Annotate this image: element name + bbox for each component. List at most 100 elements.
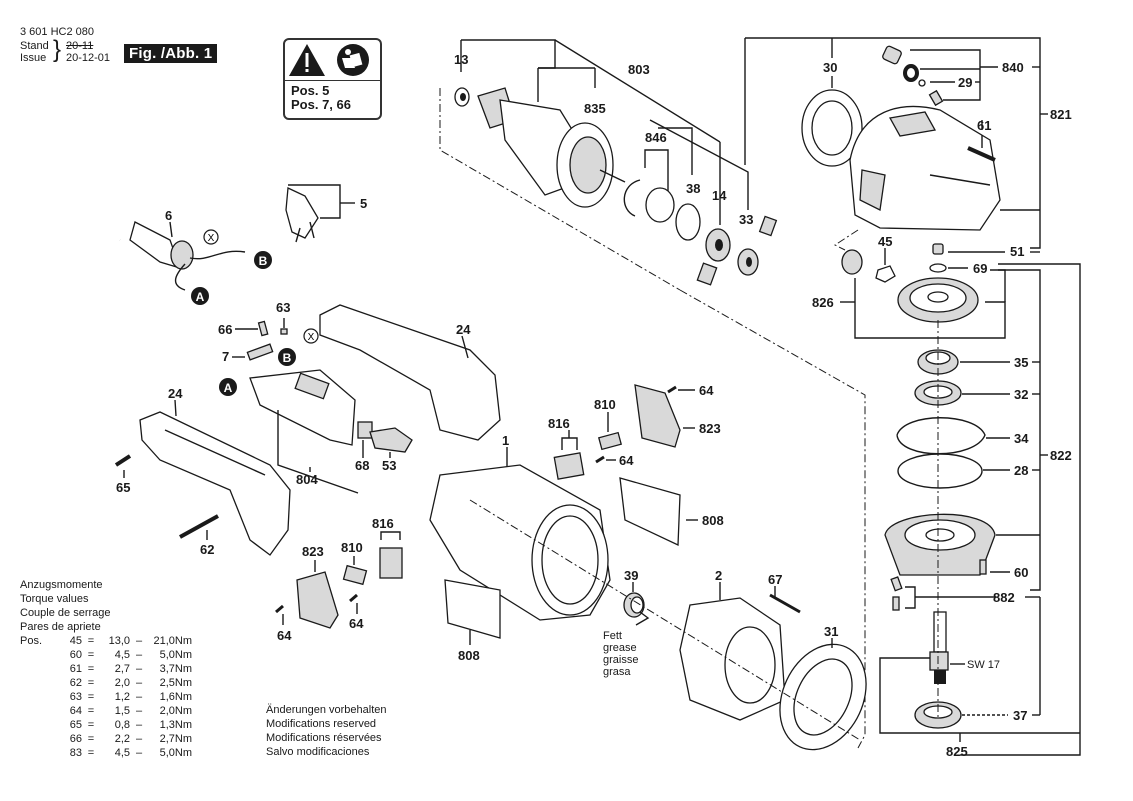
issue-label: Issue	[20, 52, 47, 64]
callout-28: 28	[1014, 463, 1028, 478]
connector-a-badge-2: A	[219, 378, 237, 396]
brush-cover-823-bottom	[296, 571, 339, 629]
callout-64-left: 64	[277, 628, 292, 643]
callout-2: 2	[715, 568, 722, 583]
torque-pos: 83	[69, 747, 82, 759]
torque-max: 3,7Nm	[159, 663, 192, 675]
callout-823-top: 823	[699, 421, 721, 436]
label-808-bottom	[444, 579, 501, 639]
callout-810-top: 810	[594, 397, 616, 412]
torque-title-es: Pares de apriete	[20, 621, 101, 633]
screw-64-right	[349, 593, 358, 603]
callout-6: 6	[165, 208, 172, 223]
torque-dash: –	[135, 747, 143, 759]
note-de: Änderungen vorbehalten	[266, 704, 387, 716]
callout-825: 825	[946, 744, 968, 759]
field-stator-2	[679, 597, 786, 721]
spring-ring-34	[896, 417, 986, 455]
torque-prefix	[20, 662, 60, 676]
callout-816-bottom: 816	[372, 516, 394, 531]
callout-24-bottom: 24	[168, 386, 183, 401]
warning-line-2: Pos. 7, 66	[291, 97, 351, 112]
switch-804	[249, 369, 356, 446]
torque-equals: =	[87, 733, 95, 745]
torque-row: Pos.45=13,0–21,0Nm	[20, 634, 192, 648]
brush-cover-823-top	[634, 384, 681, 448]
torque-min: 0,8	[114, 719, 130, 731]
issue-date: 20-12-01	[66, 52, 111, 64]
torque-prefix	[20, 732, 60, 746]
callout-808-top: 808	[702, 513, 724, 528]
grease-note-de: Fett	[603, 630, 622, 642]
bearing-33	[737, 248, 759, 276]
torque-dash: –	[135, 635, 143, 647]
torque-equals: =	[87, 677, 95, 689]
callout-5: 5	[360, 196, 367, 211]
torque-pos: 65	[69, 719, 82, 731]
svg-text:B: B	[283, 351, 292, 365]
spindle-825	[929, 611, 949, 684]
torque-max: 1,3Nm	[159, 719, 192, 731]
warning-box: Pos. 5 Pos. 7, 66	[283, 38, 382, 120]
callout-35: 35	[1014, 355, 1028, 370]
torque-min: 1,5	[114, 705, 130, 717]
ring-69	[929, 263, 947, 273]
svg-text:X: X	[208, 233, 215, 244]
cover-7	[246, 343, 274, 361]
torque-title-en: Torque values	[20, 593, 89, 605]
torque-row: 60=4,5–5,0Nm	[20, 648, 192, 662]
handle-half-24-bottom	[139, 411, 291, 556]
torque-equals: =	[87, 663, 95, 675]
torque-row: 65=0,8–1,3Nm	[20, 718, 192, 732]
read-manual-icon	[337, 44, 369, 76]
callout-39: 39	[624, 568, 638, 583]
torque-prefix: Pos.	[20, 635, 43, 647]
callout-34: 34	[1014, 431, 1029, 446]
old-date: 20-11	[66, 40, 94, 52]
torque-max: 2,5Nm	[159, 677, 192, 689]
callout-823-bottom: 823	[302, 544, 324, 559]
torque-equals: =	[87, 635, 95, 647]
screw-60	[979, 559, 987, 575]
callout-65: 65	[116, 480, 130, 495]
note-en: Modifications reserved	[266, 718, 377, 730]
callout-63: 63	[276, 300, 290, 315]
callout-846: 846	[645, 130, 667, 145]
torque-max: 1,6Nm	[159, 691, 192, 703]
callout-32: 32	[1014, 387, 1028, 402]
screw-882	[892, 596, 900, 611]
brush-holder-816-top	[553, 452, 585, 480]
pinion-826	[841, 249, 863, 275]
connector-b-badge-2: B	[278, 348, 296, 366]
torque-pos: 60	[69, 649, 82, 661]
callout-1: 1	[502, 433, 509, 448]
bearing-14	[705, 228, 731, 262]
callout-38: 38	[686, 181, 700, 196]
torque-dash: –	[135, 705, 143, 717]
warning-line-1: Pos. 5	[291, 83, 330, 98]
torque-dash: –	[135, 691, 143, 703]
screw-62	[179, 514, 219, 539]
warning-triangle-icon	[289, 44, 325, 76]
callout-45: 45	[878, 234, 892, 249]
callout-60: 60	[1014, 565, 1028, 580]
callout-69: 69	[973, 261, 987, 276]
callout-31: 31	[824, 624, 838, 639]
screw-64-left	[275, 604, 284, 614]
torque-row: 62=2,0–2,5Nm	[20, 676, 192, 690]
callout-804: 804	[296, 472, 318, 487]
torque-equals: =	[87, 719, 95, 731]
callout-821: 821	[1050, 107, 1072, 122]
grease-note-en: grease	[603, 642, 637, 654]
brush-810-top	[597, 431, 623, 451]
torque-equals: =	[87, 705, 95, 717]
note-es: Salvo modificaciones	[266, 746, 370, 758]
torque-row: 64=1,5–2,0Nm	[20, 704, 192, 718]
torque-row: 63=1,2–1,6Nm	[20, 690, 192, 704]
callout-882: 882	[993, 590, 1015, 605]
bushing-51	[932, 243, 944, 255]
torque-dash: –	[135, 649, 143, 661]
torque-pos: 62	[69, 677, 82, 689]
callout-64-right: 64	[349, 616, 364, 631]
